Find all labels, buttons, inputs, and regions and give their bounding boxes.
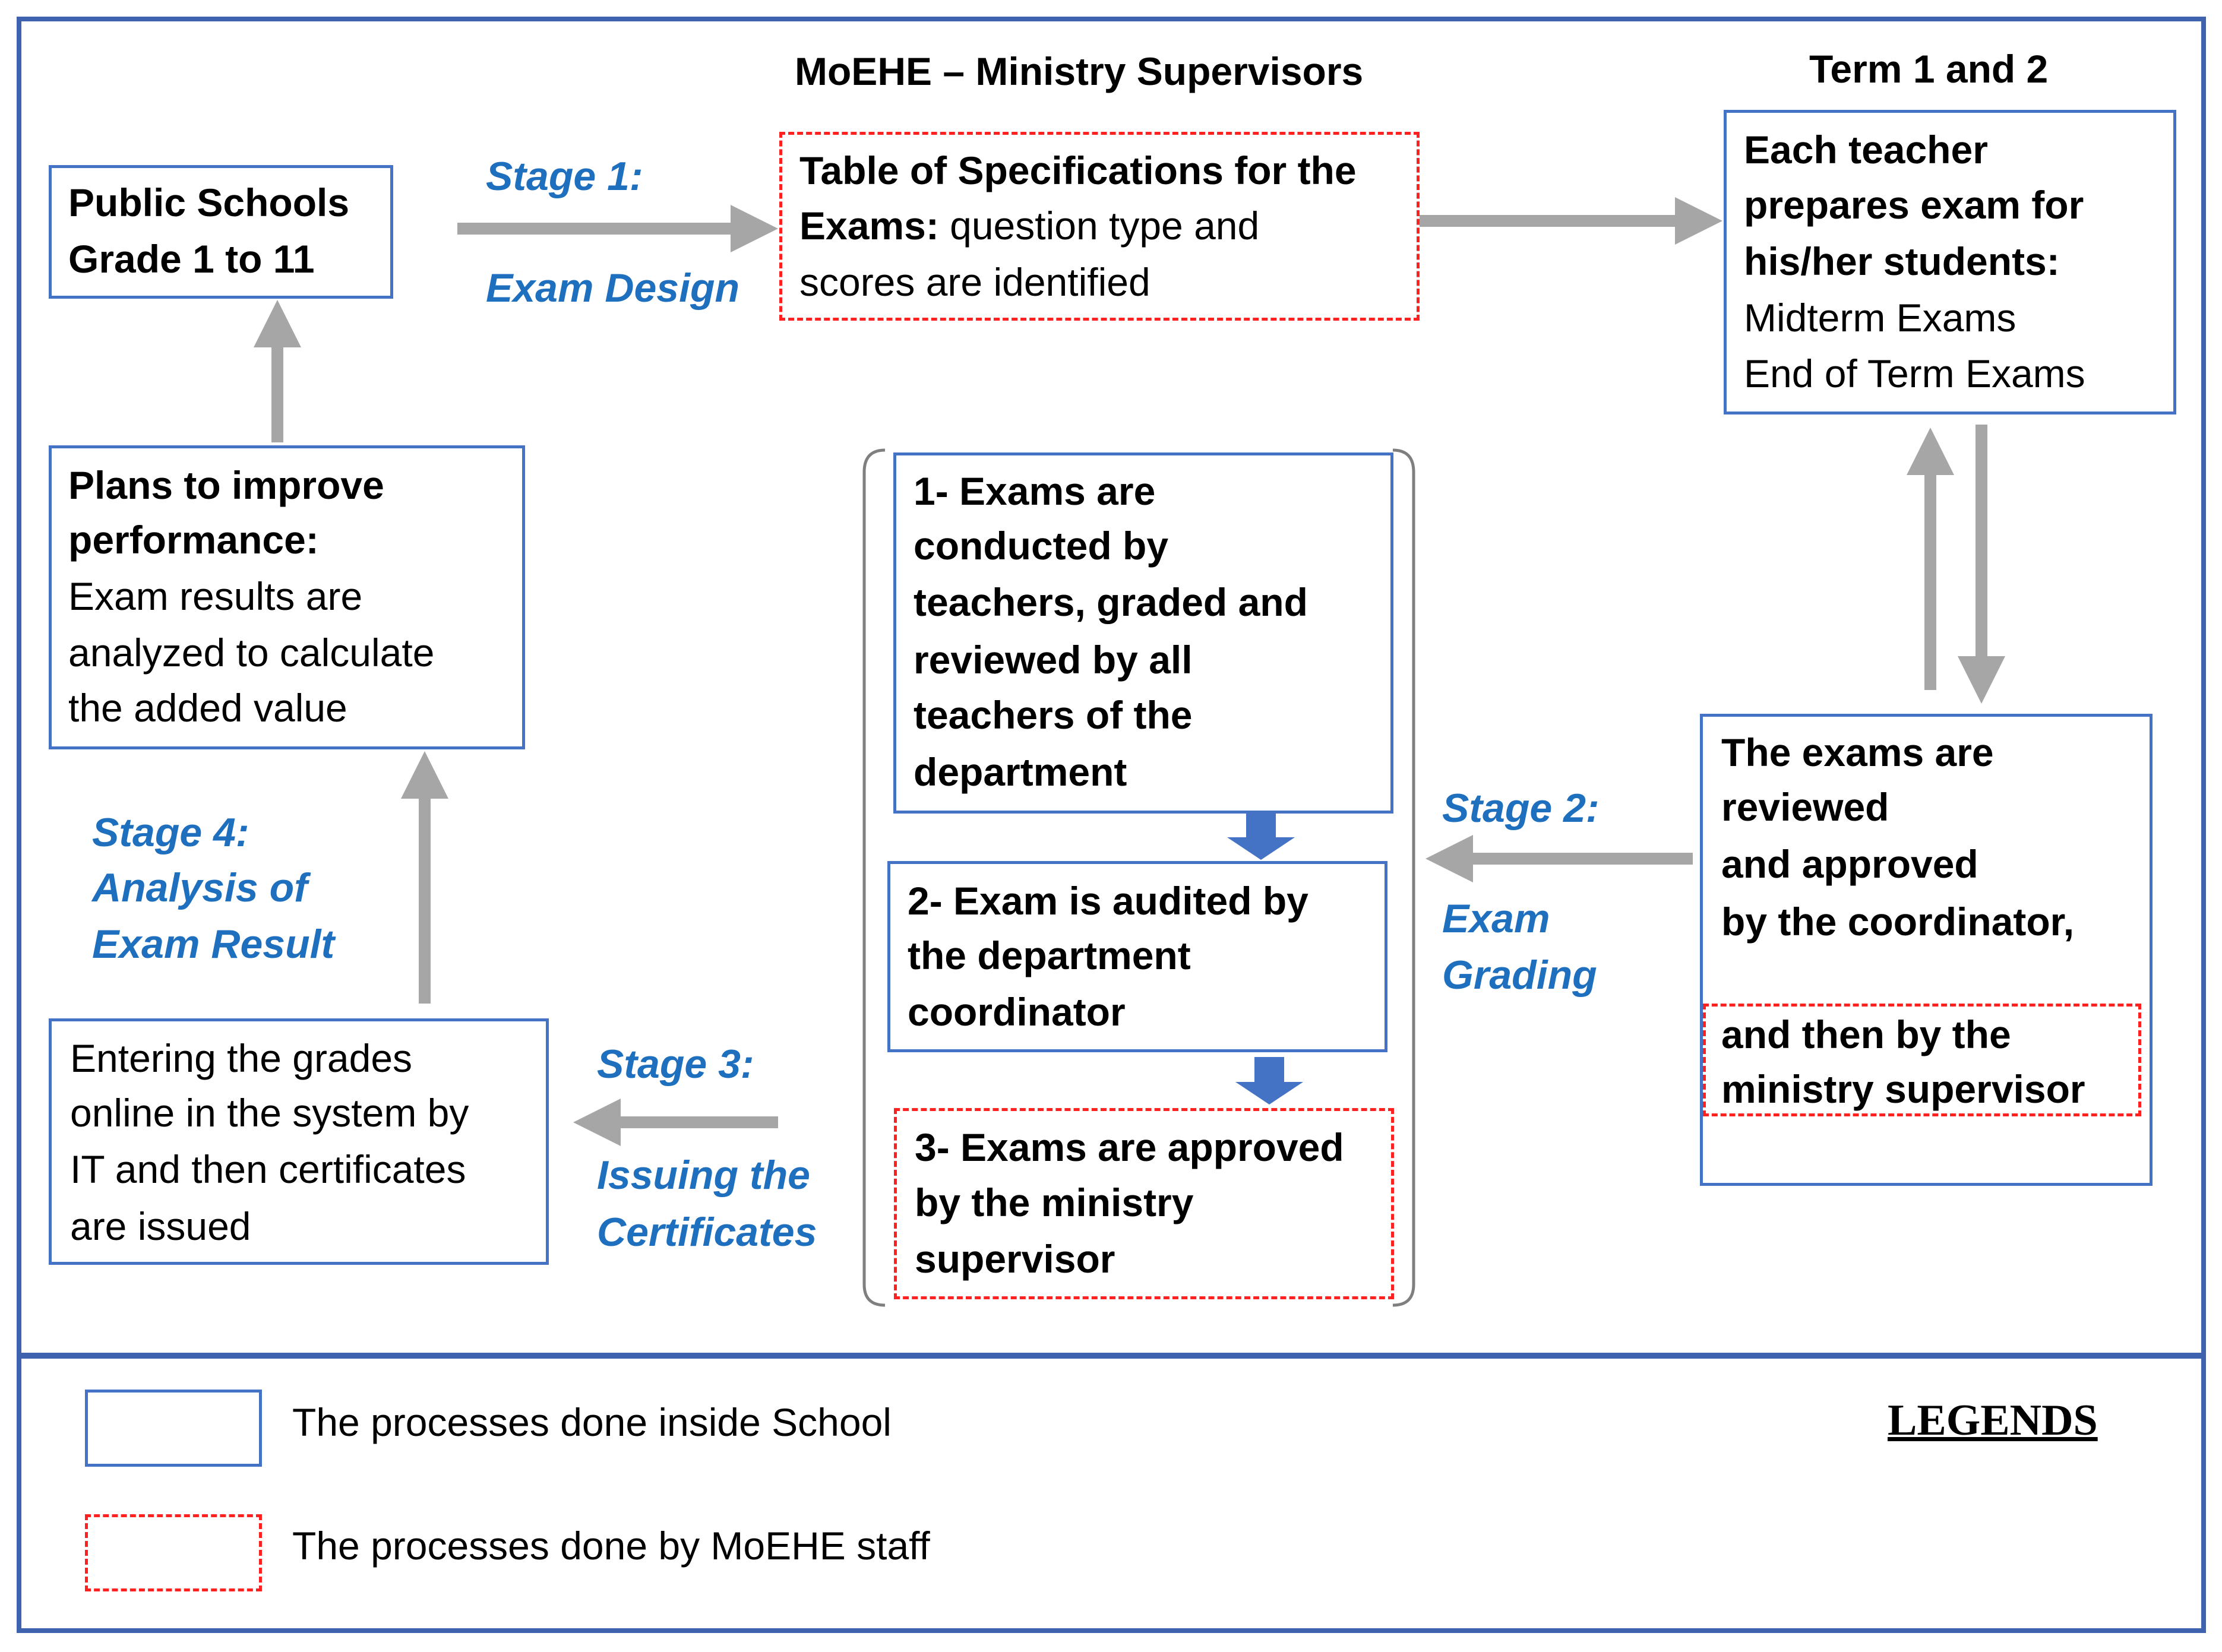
- public-schools-box: [49, 165, 393, 299]
- exam-audited-box: [887, 861, 1387, 1052]
- exams-approved-line1: 3- Exams are approved: [915, 1125, 1344, 1169]
- teacher-prepares-midterm: Midterm Exams: [1744, 296, 2016, 340]
- public-schools-line1: Public Schools: [68, 181, 350, 224]
- teacher-prepares-line1: Each teacher: [1744, 128, 1988, 172]
- blue-arrow-step2-to-step3: [1235, 1057, 1303, 1105]
- specifications-box: [779, 132, 1420, 321]
- specifications-exams-label: Exams:: [799, 204, 939, 248]
- stage4-name-line2: Exam Result: [92, 922, 335, 967]
- blue-arrow-step1-to-step2: [1227, 812, 1295, 860]
- teacher-prepares-line3: his/her students:: [1744, 239, 2060, 283]
- specifications-line3: scores are identified: [799, 260, 1150, 304]
- exams-approved-line2: by the ministry: [915, 1181, 1194, 1224]
- exam-audited-line2: the department: [908, 933, 1191, 977]
- term-title: Term 1 and 2: [1809, 47, 2049, 91]
- ministry-supervisor-box: [1703, 1004, 2141, 1116]
- stage2-name-line2: Grading: [1442, 952, 1597, 998]
- plans-improve-line1: Plans to improve: [68, 463, 384, 507]
- moehe-title: MoEHE – Ministry Supervisors: [795, 49, 1364, 93]
- stage3-name-line2: Certificates: [597, 1210, 817, 1255]
- legend-title: LEGENDS: [1888, 1396, 2098, 1445]
- plans-improve-box: [49, 445, 525, 749]
- exams-approved-box: [894, 1108, 1394, 1299]
- exams-conducted-line3: teachers, graded and: [914, 580, 1308, 624]
- exams-reviewed-line2: reviewed: [1721, 785, 1889, 829]
- teacher-prepares-box: [1724, 110, 2176, 414]
- stage1-name: Exam Design: [486, 265, 740, 311]
- stage2-title: Stage 2:: [1442, 786, 1600, 831]
- plans-improve-line4: analyzed to calculate: [68, 631, 435, 675]
- stage4-name-line1: Analysis of: [92, 865, 308, 910]
- stage3-name-line1: Issuing the: [597, 1153, 810, 1198]
- exams-approved-line3: supervisor: [915, 1237, 1115, 1281]
- entering-grades-line4: are issued: [70, 1204, 251, 1248]
- entering-grades-line1: Entering the grades: [70, 1036, 413, 1080]
- teacher-prepares-endterm: End of Term Exams: [1744, 352, 2085, 395]
- public-schools-line2: Grade 1 to 11: [68, 237, 315, 281]
- ministry-supervisor-line1: and then by the: [1721, 1012, 2011, 1056]
- stage3-title: Stage 3:: [597, 1042, 754, 1087]
- stage2-name-line1: Exam: [1442, 896, 1550, 941]
- entering-grades-line2: online in the system by: [70, 1091, 469, 1135]
- plans-improve-line2: performance:: [68, 518, 319, 562]
- exams-conducted-line5: teachers of the: [914, 693, 1193, 737]
- legend-frame: [17, 1353, 2206, 1633]
- plans-improve-line5: the added value: [68, 686, 347, 730]
- teacher-prepares-line2: prepares exam for: [1744, 183, 2084, 227]
- exams-reviewed-line1: The exams are: [1721, 730, 1994, 774]
- entering-grades-box: [49, 1018, 549, 1265]
- exams-conducted-line6: department: [914, 750, 1127, 794]
- entering-grades-line3: IT and then certificates: [70, 1147, 466, 1191]
- exams-conducted-line4: reviewed by all: [914, 638, 1193, 682]
- legend-school-label: The processes done inside School: [292, 1400, 892, 1444]
- legend-school-swatch: [85, 1390, 262, 1467]
- exam-audited-line1: 2- Exam is audited by: [908, 879, 1308, 923]
- specifications-question-text: question type and: [938, 204, 1260, 248]
- exam-audited-line3: coordinator: [908, 990, 1126, 1034]
- exams-reviewed-line4: by the coordinator,: [1721, 900, 2075, 944]
- steps-bracket: [862, 448, 1415, 1307]
- exams-conducted-line1: 1- Exams are: [914, 469, 1156, 513]
- legend-moehe-swatch: [85, 1514, 262, 1591]
- specifications-line1: Table of Specifications for the: [799, 148, 1357, 192]
- exams-conducted-line2: conducted by: [914, 524, 1169, 568]
- exams-reviewed-line3: and approved: [1721, 842, 1978, 886]
- ministry-supervisor-line2: ministry supervisor: [1721, 1067, 2085, 1111]
- stage1-title: Stage 1:: [486, 154, 643, 199]
- stage4-title: Stage 4:: [92, 810, 249, 855]
- plans-improve-line3: Exam results are: [68, 574, 363, 618]
- legend-moehe-label: The processes done by MoEHE staff: [292, 1524, 930, 1568]
- specifications-line2: Exams: question type and: [799, 198, 1259, 254]
- exams-conducted-box: [893, 452, 1393, 814]
- exams-reviewed-box: [1700, 714, 2153, 1186]
